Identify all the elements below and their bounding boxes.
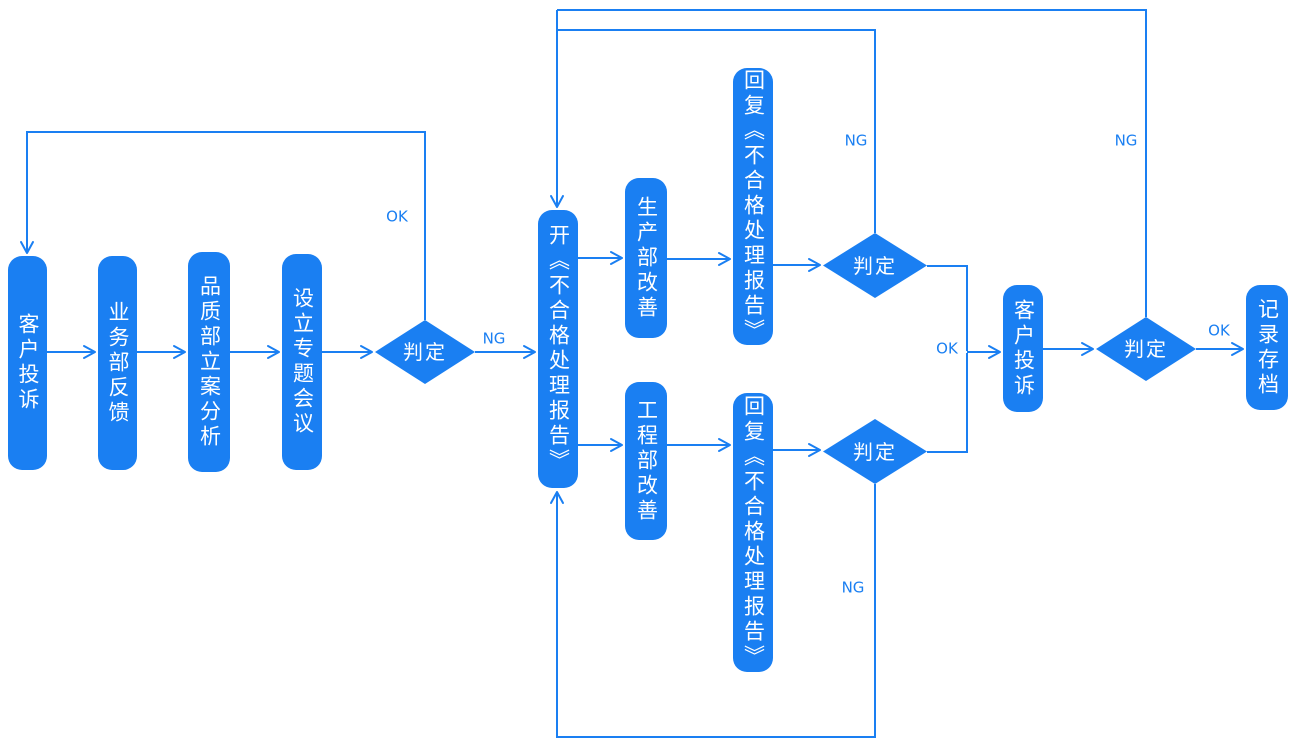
- node-label: 回复《不合格处理报告》: [741, 395, 766, 670]
- node-label: 开《不合格处理报告》: [546, 224, 571, 474]
- node-label: 品质部立案分析: [197, 274, 222, 450]
- node-label: 生产部改善: [634, 195, 659, 321]
- edge-label-ng-decision2: NG: [844, 131, 868, 150]
- edge-decision3-ok-up: [927, 353, 968, 453]
- edge-label-ng-decision3: NG: [841, 578, 865, 597]
- node-record-archive: 记录存档: [1246, 285, 1288, 410]
- node-label: 判定: [853, 253, 897, 278]
- node-label: 设立专题会议: [290, 287, 315, 437]
- node-reply-nonconforming-report-bottom: 回复《不合格处理报告》: [733, 393, 773, 672]
- node-label: 判定: [1124, 337, 1168, 361]
- node-customer-complaint-1: 客户投诉: [8, 256, 47, 470]
- edge-label-ok-decision1: OK: [386, 207, 408, 226]
- edge-decision4-ng-up: [557, 9, 1147, 317]
- edge-decision2-ng-up: [557, 29, 876, 233]
- edge-decision2-ok-down: [927, 265, 968, 351]
- edge-decision3-ng-loop: [550, 484, 876, 738]
- node-quality-dept-case-analysis: 品质部立案分析: [188, 252, 230, 472]
- node-setup-special-meeting: 设立专题会议: [282, 254, 322, 470]
- edge-label-ok-join: OK: [936, 339, 958, 358]
- node-production-dept-improvement: 生产部改善: [625, 178, 667, 338]
- node-reply-nonconforming-report-top: 回复《不合格处理报告》: [733, 68, 773, 345]
- node-label: 判定: [853, 439, 897, 464]
- node-open-nonconforming-report: 开《不合格处理报告》: [538, 210, 578, 488]
- node-label: 回复《不合格处理报告》: [741, 69, 766, 344]
- edge-label-ng-decision4: NG: [1114, 131, 1138, 150]
- node-engineering-dept-improvement: 工程部改善: [625, 382, 667, 540]
- node-label: 记录存档: [1255, 297, 1280, 398]
- node-label: 客户投诉: [16, 313, 40, 413]
- edge-decision1-ok-loop: [20, 131, 426, 320]
- node-label: 工程部改善: [634, 398, 659, 524]
- node-label: 判定: [403, 340, 447, 364]
- node-business-dept-feedback: 业务部反馈: [98, 256, 137, 470]
- node-label: 客户投诉: [1011, 298, 1036, 399]
- node-customer-complaint-2: 客户投诉: [1003, 285, 1043, 412]
- node-label: 业务部反馈: [106, 300, 130, 426]
- edge-label-ok-decision4: OK: [1208, 321, 1230, 340]
- edge-label-ng-decision1: NG: [482, 329, 506, 348]
